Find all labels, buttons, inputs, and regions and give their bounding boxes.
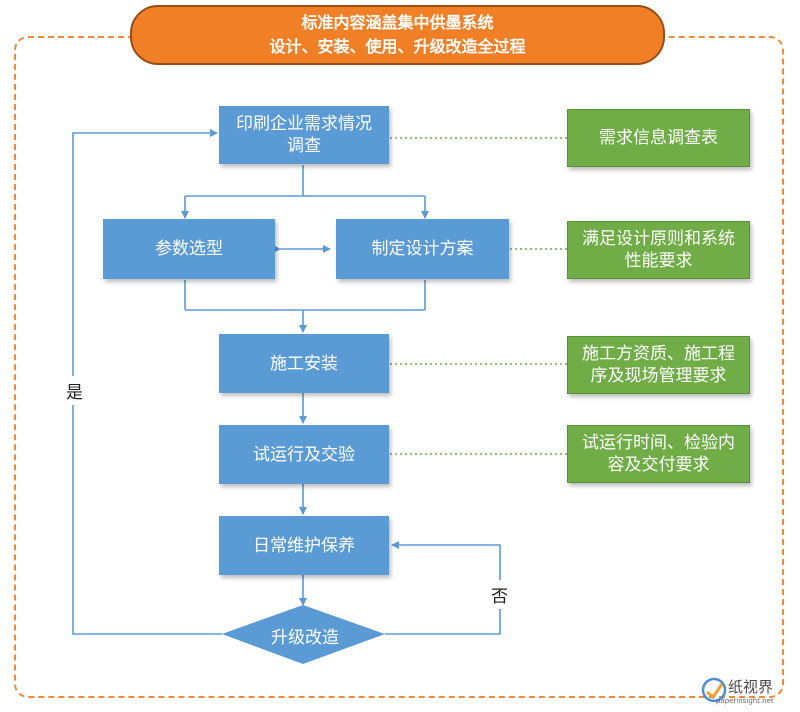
note-trial-line-2: 容及交付要求	[607, 455, 710, 475]
note-install-line-1: 施工方资质、施工程	[582, 344, 735, 364]
title-line-2: 设计、安装、使用、升级改造全过程	[269, 37, 526, 56]
step-trial: 试运行及交验	[219, 425, 389, 484]
step-design: 制定设计方案	[336, 219, 509, 279]
step-survey: 印刷企业需求情况 调查	[219, 106, 389, 164]
label-yes: 是	[66, 376, 83, 405]
note-design-line-1: 满足设计原则和系统	[582, 229, 735, 249]
step-selection: 参数选型	[103, 219, 275, 279]
upgrade-decision-diamond	[222, 605, 385, 664]
watermark-site: paperinsight.net	[716, 697, 774, 705]
note-install: 施工方资质、施工程 序及现场管理要求	[567, 336, 750, 394]
step-upgrade-label: 升级改造	[271, 627, 339, 648]
arrow-no-loop	[385, 541, 501, 635]
watermark-logo-icon	[701, 677, 727, 703]
note-trial: 试运行时间、检验内 容及交付要求	[567, 425, 750, 483]
note-design: 满足设计原则和系统 性能要求	[567, 221, 750, 279]
step-maintain: 日常维护保养	[219, 516, 389, 575]
watermark-name: 纸视界	[728, 678, 774, 696]
step-survey-line-2: 调查	[287, 136, 321, 156]
note-survey: 需求信息调查表	[567, 109, 750, 167]
title-line-1: 标准内容涵盖集中供墨系统	[301, 13, 494, 32]
step-survey-line-1: 印刷企业需求情况	[236, 114, 372, 134]
note-trial-line-1: 试运行时间、检验内	[582, 433, 735, 453]
arrow-yes-loop	[72, 129, 222, 635]
label-no: 否	[491, 580, 508, 609]
step-install: 施工安装	[219, 334, 389, 393]
note-design-line-2: 性能要求	[624, 251, 693, 271]
note-install-line-2: 序及现场管理要求	[590, 366, 727, 386]
title-banner: 标准内容涵盖集中供墨系统 设计、安装、使用、升级改造全过程	[130, 5, 665, 65]
